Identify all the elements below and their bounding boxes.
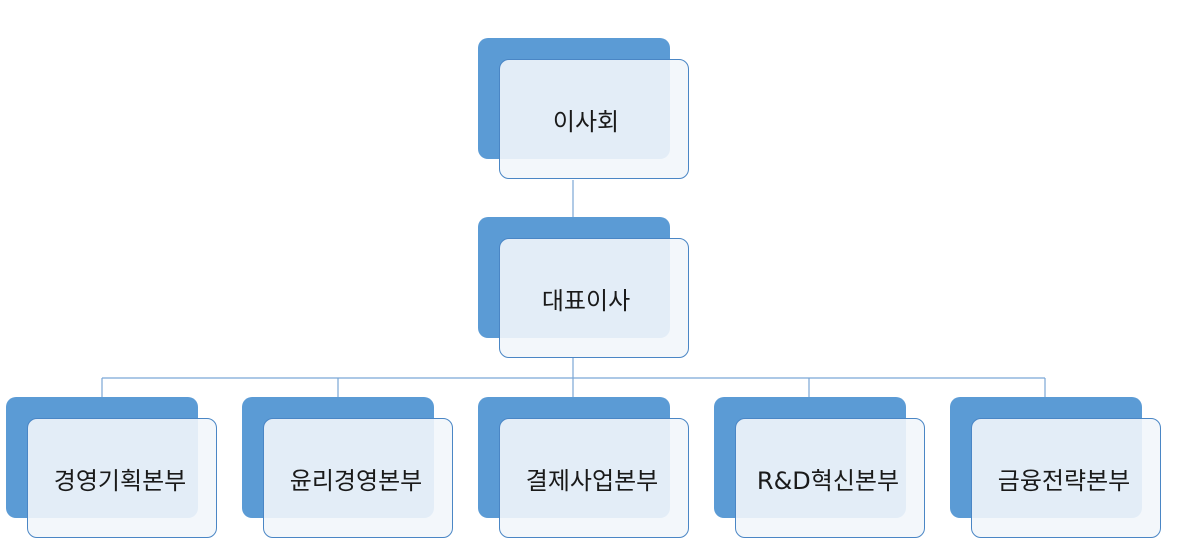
node-front-shape: 이사회: [499, 59, 689, 179]
node-front-shape: 결제사업본부: [499, 418, 689, 538]
node-division-5: 금융전략본부: [950, 397, 1163, 538]
node-front-shape: 윤리경영본부: [263, 418, 453, 538]
node-label-board: 이사회: [552, 107, 620, 136]
node-label-division: 윤리경영본부: [289, 466, 423, 495]
node-label-division: 경영기획본부: [53, 466, 187, 495]
node-board: 이사회: [478, 38, 691, 179]
node-front-shape: R&D혁신본부: [735, 418, 925, 538]
node-label-division: R&D혁신본부: [756, 466, 900, 495]
node-division-2: 윤리경영본부: [242, 397, 455, 538]
node-label-division: 결제사업본부: [525, 466, 659, 495]
node-division-3: 결제사업본부: [478, 397, 691, 538]
node-front-shape: 경영기획본부: [27, 418, 217, 538]
node-label-division: 금융전략본부: [997, 466, 1131, 495]
node-ceo: 대표이사: [478, 217, 691, 358]
node-division-4: R&D혁신본부: [714, 397, 927, 538]
node-label-ceo: 대표이사: [541, 286, 631, 315]
node-division-1: 경영기획본부: [6, 397, 219, 538]
node-front-shape: 대표이사: [499, 238, 689, 358]
node-front-shape: 금융전략본부: [971, 418, 1161, 538]
